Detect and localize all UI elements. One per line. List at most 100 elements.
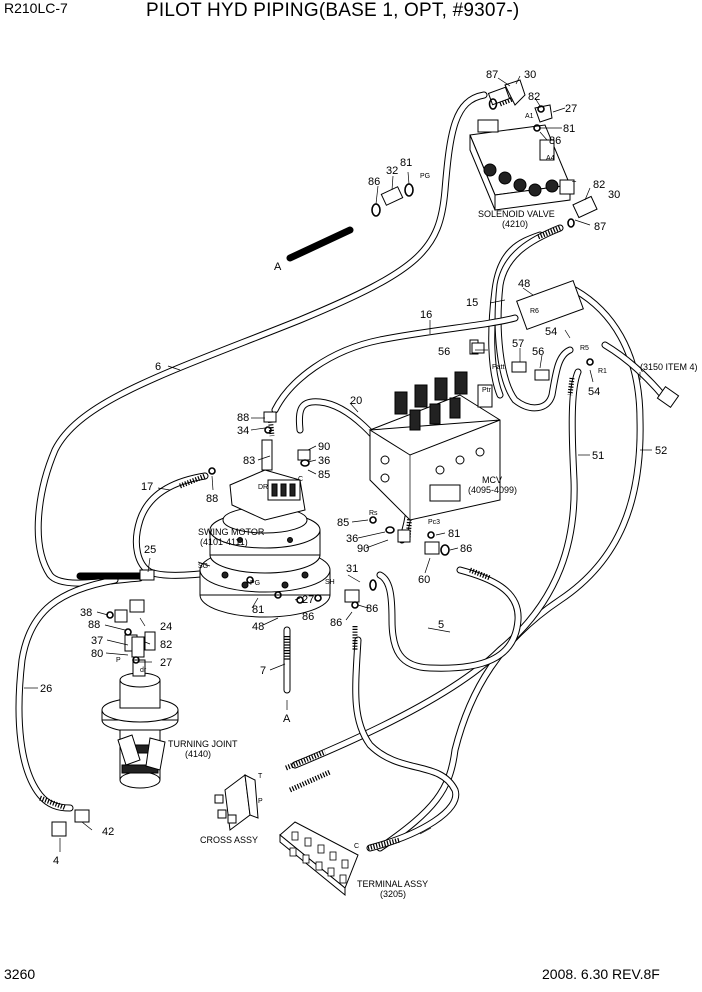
callout: 54 xyxy=(588,386,600,398)
cross-assy xyxy=(214,774,259,831)
callout: 20 xyxy=(350,395,362,407)
callout: 81 xyxy=(448,528,460,540)
leader-lines xyxy=(24,75,652,852)
callout: 88 xyxy=(237,412,249,424)
callout: 27 xyxy=(565,103,577,115)
terminal-assy-label: TERMINAL ASSY xyxy=(357,879,428,889)
port-sg: SG xyxy=(198,563,208,570)
callout: 54 xyxy=(545,326,557,338)
callout: 42 xyxy=(102,826,114,838)
callout: 83 xyxy=(243,455,255,467)
callout: 30 xyxy=(524,69,536,81)
port-p: P xyxy=(116,657,121,664)
callout: 81 xyxy=(252,604,264,616)
turning-joint xyxy=(101,634,179,789)
callout: 27 xyxy=(302,594,314,606)
callout: 48 xyxy=(518,278,530,290)
callout: 82 xyxy=(160,639,172,651)
callout: 86 xyxy=(302,611,314,623)
callout: 86 xyxy=(460,543,472,555)
swing-motor-ref: (4101-4111) xyxy=(200,537,248,547)
callout: 36 xyxy=(318,455,330,467)
port-labels: A1 A4 T PG R6 R5 R1 Patt Ptr DR C Rs Pc3… xyxy=(116,113,607,850)
callout: 85 xyxy=(318,469,330,481)
callout: 51 xyxy=(592,450,604,462)
revision-date: 2008. 6.30 REV.8F xyxy=(542,966,660,982)
callout: 80 xyxy=(91,648,103,660)
callout: 86 xyxy=(366,603,378,615)
callout: 82 xyxy=(593,179,605,191)
port-pg: PG xyxy=(420,173,430,180)
callout: 24 xyxy=(160,621,172,633)
callout: 34 xyxy=(237,425,249,437)
callout: 31 xyxy=(346,563,358,575)
mcv-label: MCV xyxy=(482,475,502,485)
hose-a-top xyxy=(286,226,354,262)
callout: 86 xyxy=(368,176,380,188)
callout: 7 xyxy=(260,665,266,677)
port-a-bottom: A xyxy=(283,713,291,725)
callout: 6 xyxy=(155,361,161,373)
mcv-ref: (4095-4099) xyxy=(468,485,517,495)
callout: 15 xyxy=(466,297,478,309)
callout: 60 xyxy=(418,574,430,586)
port-dr: DR xyxy=(258,484,268,491)
port-c-terminal: C xyxy=(354,843,359,850)
port-c: C xyxy=(298,476,303,483)
callout: 87 xyxy=(594,221,606,233)
callout: 27 xyxy=(160,657,172,669)
callout: 5 xyxy=(438,619,444,631)
callout: 32 xyxy=(386,165,398,177)
port-rs: Rs xyxy=(369,510,378,517)
turning-joint-label: TURNING JOINT xyxy=(168,739,238,749)
page-number: 3260 xyxy=(4,966,36,982)
callout: 26 xyxy=(40,683,52,695)
callout: 81 xyxy=(563,123,575,135)
callout: 16 xyxy=(420,309,432,321)
callout: 81 xyxy=(400,157,412,169)
page-title: PILOT HYD PIPING(BASE 1, OPT, #9307-) xyxy=(146,0,520,21)
port-a4: A4 xyxy=(546,155,555,162)
callout: 56 xyxy=(438,346,450,358)
callout: 37 xyxy=(91,635,103,647)
terminal-assy-ref: (3205) xyxy=(380,889,406,899)
callout: 17 xyxy=(141,481,153,493)
swing-motor xyxy=(199,439,331,618)
hose-52 xyxy=(376,231,644,852)
callout: 48 xyxy=(252,621,264,633)
callout: 86 xyxy=(330,617,342,629)
port-sh: SH xyxy=(325,579,335,586)
port-r6: R6 xyxy=(530,308,539,315)
port-p-cross: P xyxy=(258,798,263,805)
callout: 30 xyxy=(608,189,620,201)
port-ptr: Ptr xyxy=(482,387,492,394)
callout: 88 xyxy=(206,493,218,505)
port-pg-motor: PG xyxy=(250,580,260,587)
callout: 86 xyxy=(549,135,561,147)
callout: 52 xyxy=(655,445,667,457)
callout: 25 xyxy=(144,544,156,556)
cross-assy-label: CROSS ASSY xyxy=(200,835,258,845)
port-dr-small: dr xyxy=(140,667,147,674)
callout: 56 xyxy=(532,346,544,358)
turning-joint-ref: (4140) xyxy=(185,749,211,759)
hose-group xyxy=(15,91,669,852)
assembly-captions: SOLENOID VALVE (4210) MCV (4095-4099) SW… xyxy=(168,209,698,899)
port-patt: Patt xyxy=(492,364,505,371)
callouts: 87 30 82 27 81 86 86 32 81 82 30 87 48 1… xyxy=(40,69,667,867)
swing-motor-label: SWING MOTOR xyxy=(198,527,265,537)
port-t-cross: T xyxy=(258,773,263,780)
port-a-top: A xyxy=(274,261,282,273)
callout: 57 xyxy=(512,338,524,350)
ref-3150-label: (3150 ITEM 4) xyxy=(640,362,698,372)
port-a1: A1 xyxy=(525,113,534,120)
port-pc3: Pc3 xyxy=(428,519,440,526)
solenoid-valve-label: SOLENOID VALVE xyxy=(478,209,555,219)
model-number: R210LC-7 xyxy=(4,0,68,16)
port-r1: R1 xyxy=(598,368,607,375)
port-r5: R5 xyxy=(580,345,589,352)
fittings xyxy=(51,79,680,837)
callout: 4 xyxy=(53,855,59,867)
